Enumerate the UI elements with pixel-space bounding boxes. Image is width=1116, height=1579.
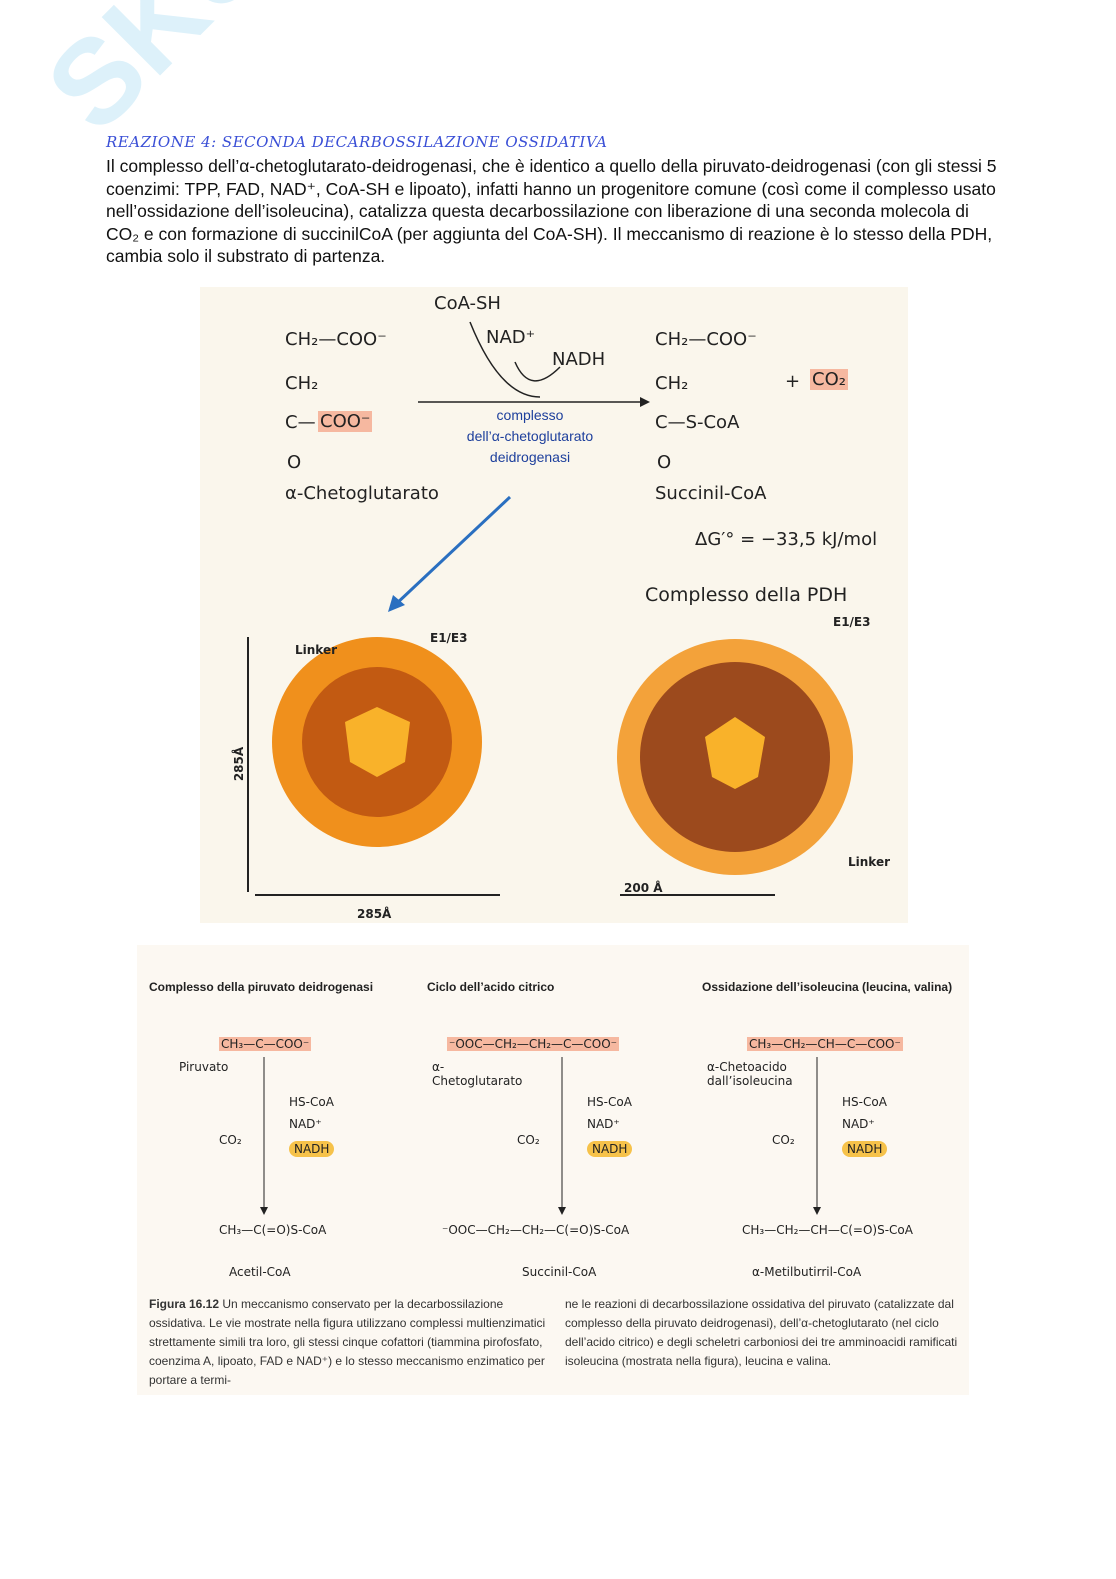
- product-line: CH₂—COO⁻: [655, 329, 757, 350]
- pathway-substrate-name: α-Chetoacido dall’isoleucina: [707, 1060, 793, 1088]
- substrate-line: CH₂: [285, 373, 319, 394]
- pathways-figure: Complesso della piruvato deidrogenasi CH…: [137, 945, 969, 1395]
- pathway-hscoa: HS-CoA: [289, 1095, 334, 1109]
- width-label: 285Å: [357, 907, 392, 921]
- product-name: Succinil-CoA: [655, 483, 767, 504]
- body-paragraph: Il complesso dell’α-chetoglutarato-deidr…: [106, 156, 997, 266]
- pathway-nadh: NADH: [289, 1141, 335, 1157]
- pathway-nadh: NADH: [587, 1141, 633, 1157]
- caption-col1: Figura 16.12 Un meccanismo conservato pe…: [149, 1295, 549, 1390]
- pathway-nad: NAD⁺: [587, 1117, 620, 1131]
- co2-product: CO₂: [810, 369, 848, 390]
- enzyme-label: complesso dell’α-chetoglutarato deidroge…: [430, 405, 630, 468]
- pathway-heading: Complesso della piruvato deidrogenasi: [149, 980, 374, 994]
- product-line: CH₂: [655, 373, 689, 394]
- pathway-product-name: Succinil-CoA: [522, 1265, 597, 1279]
- pathway-heading: Ossidazione dell’isoleucina (leucina, va…: [702, 980, 953, 994]
- pathway-substrate-name: α-Chetoglutarato: [432, 1060, 523, 1088]
- pathway-product-name: Acetil-CoA: [229, 1265, 291, 1279]
- pathway-co2: CO₂: [517, 1133, 540, 1147]
- product-line: C—S-CoA: [655, 412, 740, 433]
- pathway-nad: NAD⁺: [289, 1117, 322, 1131]
- pathway-nadh: NADH: [842, 1141, 888, 1157]
- figure-label: Figura 16.12: [149, 1297, 220, 1311]
- enzyme-line: dell’α-chetoglutarato: [466, 428, 594, 444]
- pathway-product: CH₃—C(=O)S-CoA: [219, 1223, 327, 1237]
- pathway-arrow: [558, 1057, 566, 1215]
- cofactor-nadh: NADH: [552, 349, 606, 370]
- e1e3-label-left: E1/E3: [430, 631, 468, 645]
- linker-label-left: Linker: [295, 643, 338, 657]
- reaction-arrows: [388, 321, 650, 612]
- pathway-co2: CO₂: [772, 1133, 795, 1147]
- pathway-heading: Ciclo dell’acido citrico: [427, 980, 555, 994]
- substrate-carboxyl: COO⁻: [318, 411, 373, 432]
- substrate-line: O: [287, 452, 302, 473]
- scale-label: 200 Å: [624, 881, 663, 895]
- substrate-line: C—: [285, 412, 316, 433]
- pathway-co2: CO₂: [219, 1133, 242, 1147]
- delta-g: ΔG′° = −33,5 kJ/mol: [695, 529, 878, 550]
- caption-col2: ne le reazioni di decarbossilazione ossi…: [565, 1297, 958, 1368]
- height-label: 285Å: [232, 746, 247, 782]
- pathway-hscoa: HS-CoA: [587, 1095, 632, 1109]
- pathway-hscoa: HS-CoA: [842, 1095, 887, 1109]
- cofactor-coa: CoA-SH: [434, 293, 501, 314]
- enzyme-line: complesso: [496, 407, 564, 423]
- linker-label-right: Linker: [848, 855, 891, 869]
- pdh-structures: [247, 637, 853, 896]
- enzyme-line: deidrogenasi: [489, 449, 571, 465]
- pathway-substrate-name: Piruvato: [179, 1060, 229, 1074]
- pathway-product: CH₃—CH₂—CH—C(=O)S-CoA: [742, 1223, 913, 1237]
- cofactor-nad: NAD⁺: [486, 327, 536, 348]
- pathway-nad: NAD⁺: [842, 1117, 875, 1131]
- substrate-name: α-Chetoglutarato: [285, 483, 439, 504]
- pathway-substrate: CH₃—CH₂—CH—C—COO⁻: [747, 1037, 903, 1051]
- section-title: REAZIONE 4: SECONDA DECARBOSSILAZIONE OS…: [106, 133, 608, 151]
- pathway-product-name: α-Metilbutirril-CoA: [752, 1265, 862, 1279]
- reaction-figure: CH₂—COO⁻ CH₂ C— COO⁻ O α-Chetoglutarato …: [200, 287, 908, 923]
- pathway-arrow: [260, 1057, 268, 1215]
- pdh-title: Complesso della PDH: [645, 584, 848, 606]
- pathway-substrate: ⁻OOC—CH₂—CH₂—C—COO⁻: [447, 1037, 620, 1051]
- pathway-arrow: [813, 1057, 821, 1215]
- e1e3-label-right: E1/E3: [833, 615, 871, 629]
- product-line: O: [657, 452, 672, 473]
- plus-sign: +: [785, 371, 801, 392]
- pathway-product: ⁻OOC—CH₂—CH₂—C(=O)S-CoA: [442, 1223, 630, 1237]
- substrate-line: CH₂—COO⁻: [285, 329, 387, 350]
- caption-text: Un meccanismo conservato per la decarbos…: [149, 1297, 546, 1387]
- pathway-substrate: CH₃—C—COO⁻: [219, 1037, 312, 1051]
